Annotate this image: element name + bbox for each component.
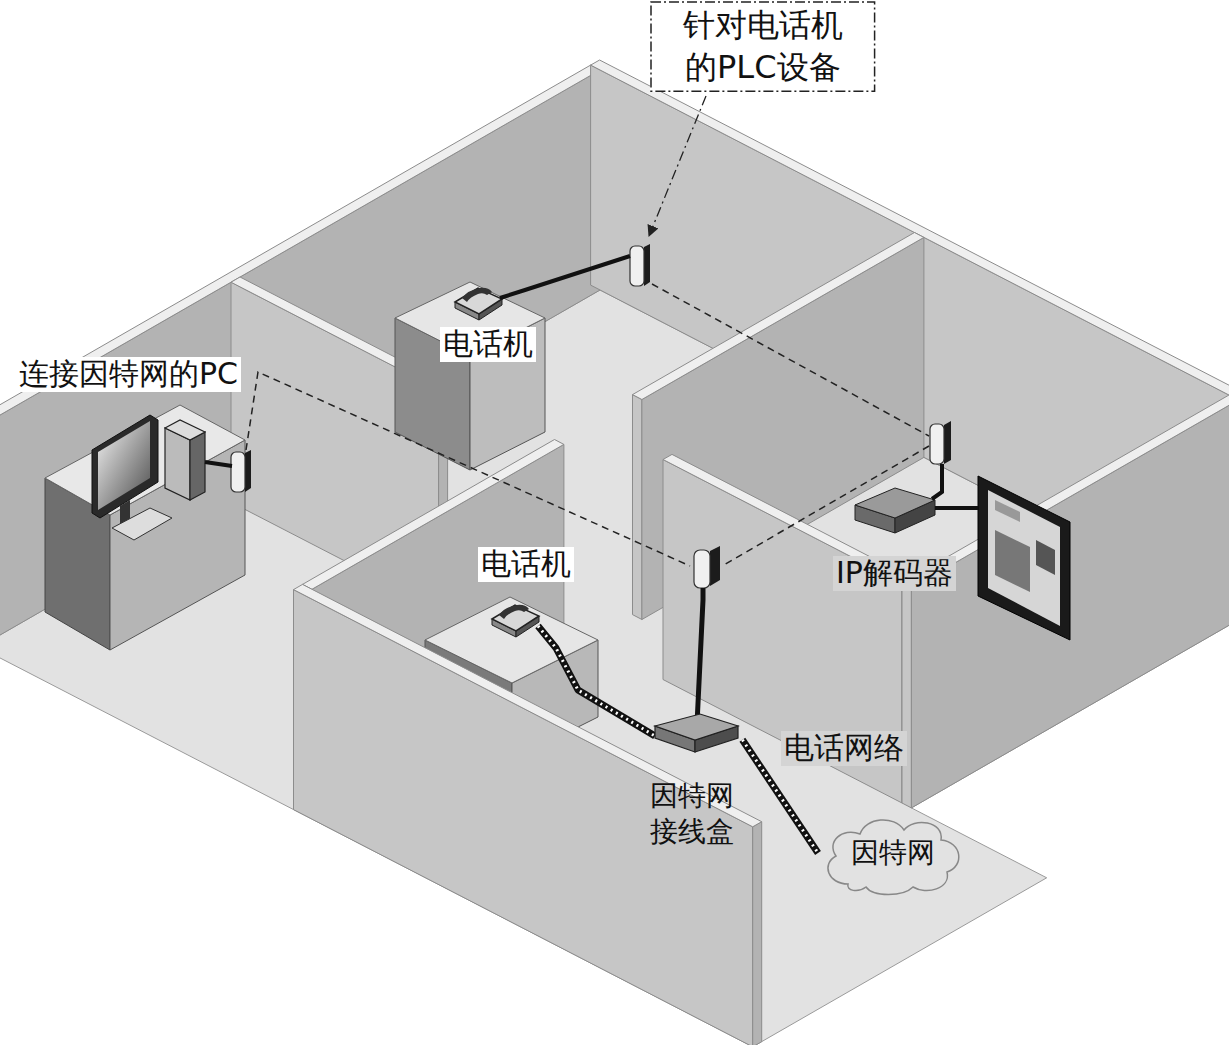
plc-front (231, 452, 245, 492)
powerline-link (652, 284, 929, 436)
cable (697, 588, 703, 724)
part-label: 连接因特网的PC (16, 357, 241, 392)
junction-box-face (655, 714, 738, 740)
tv-frame (978, 476, 1070, 640)
plc-side (245, 450, 251, 492)
plc-front (694, 550, 710, 588)
phone-line (538, 626, 655, 736)
part-label: 电话机 (440, 327, 536, 362)
cloud-node: 因特网 (818, 808, 968, 898)
powerline-link (722, 446, 929, 566)
cloud-outline (828, 820, 959, 895)
tv-picture (1036, 540, 1055, 575)
wall (294, 584, 762, 1045)
plc-device (694, 546, 720, 588)
cable (500, 256, 630, 298)
wall-face (633, 395, 642, 620)
plc-device (630, 244, 650, 286)
telephone (492, 605, 539, 637)
phone-body (455, 288, 502, 314)
plc-side (710, 546, 720, 586)
leader-line (649, 96, 706, 236)
node-text: 因特网 (851, 836, 935, 870)
phone-body (492, 605, 539, 631)
node-text: 因特网 接线盒 (650, 778, 742, 851)
phone-handset (499, 605, 529, 619)
keyboard (112, 508, 172, 540)
plc-front (630, 246, 644, 286)
cabling (205, 96, 978, 736)
wall-top (633, 233, 924, 400)
plc-side (944, 421, 951, 464)
cable (932, 464, 942, 499)
cable (205, 462, 232, 466)
part-label: IP解码器 (833, 556, 956, 591)
monitor (92, 415, 158, 518)
furniture (45, 244, 1070, 760)
callout-node: 针对电话机 的PLC设备 (650, 1, 876, 92)
tv-picture (995, 500, 1020, 522)
plc-front (930, 424, 944, 464)
phone-handset (462, 288, 492, 302)
junction-node: 因特网 接线盒 (640, 712, 742, 851)
cable (935, 506, 978, 510)
part-label: 电话机 (478, 547, 574, 582)
decoder-box (855, 488, 935, 518)
node-text: 针对电话机 的PLC设备 (678, 5, 848, 88)
telephone (455, 288, 502, 320)
wall-face (294, 590, 753, 1045)
wall (902, 395, 1229, 808)
pc-tower (165, 420, 205, 440)
plc-device (930, 421, 951, 464)
monitor-screen (98, 421, 150, 510)
building-front (294, 584, 762, 1045)
pc-tower (190, 432, 205, 500)
wall-face (753, 822, 762, 1045)
part-label: 电话网络 (781, 731, 907, 766)
plc-side (644, 244, 650, 286)
building-back (0, 60, 1229, 1045)
powerline-link (246, 372, 690, 566)
tv-picture (995, 530, 1030, 592)
wall-face (911, 400, 1229, 808)
junction-box-icon (640, 712, 740, 754)
phone-line-dots (538, 626, 655, 736)
plc-device (231, 450, 251, 492)
wall-face (902, 583, 911, 808)
callout-border (651, 2, 875, 91)
tv-screen (988, 490, 1060, 626)
